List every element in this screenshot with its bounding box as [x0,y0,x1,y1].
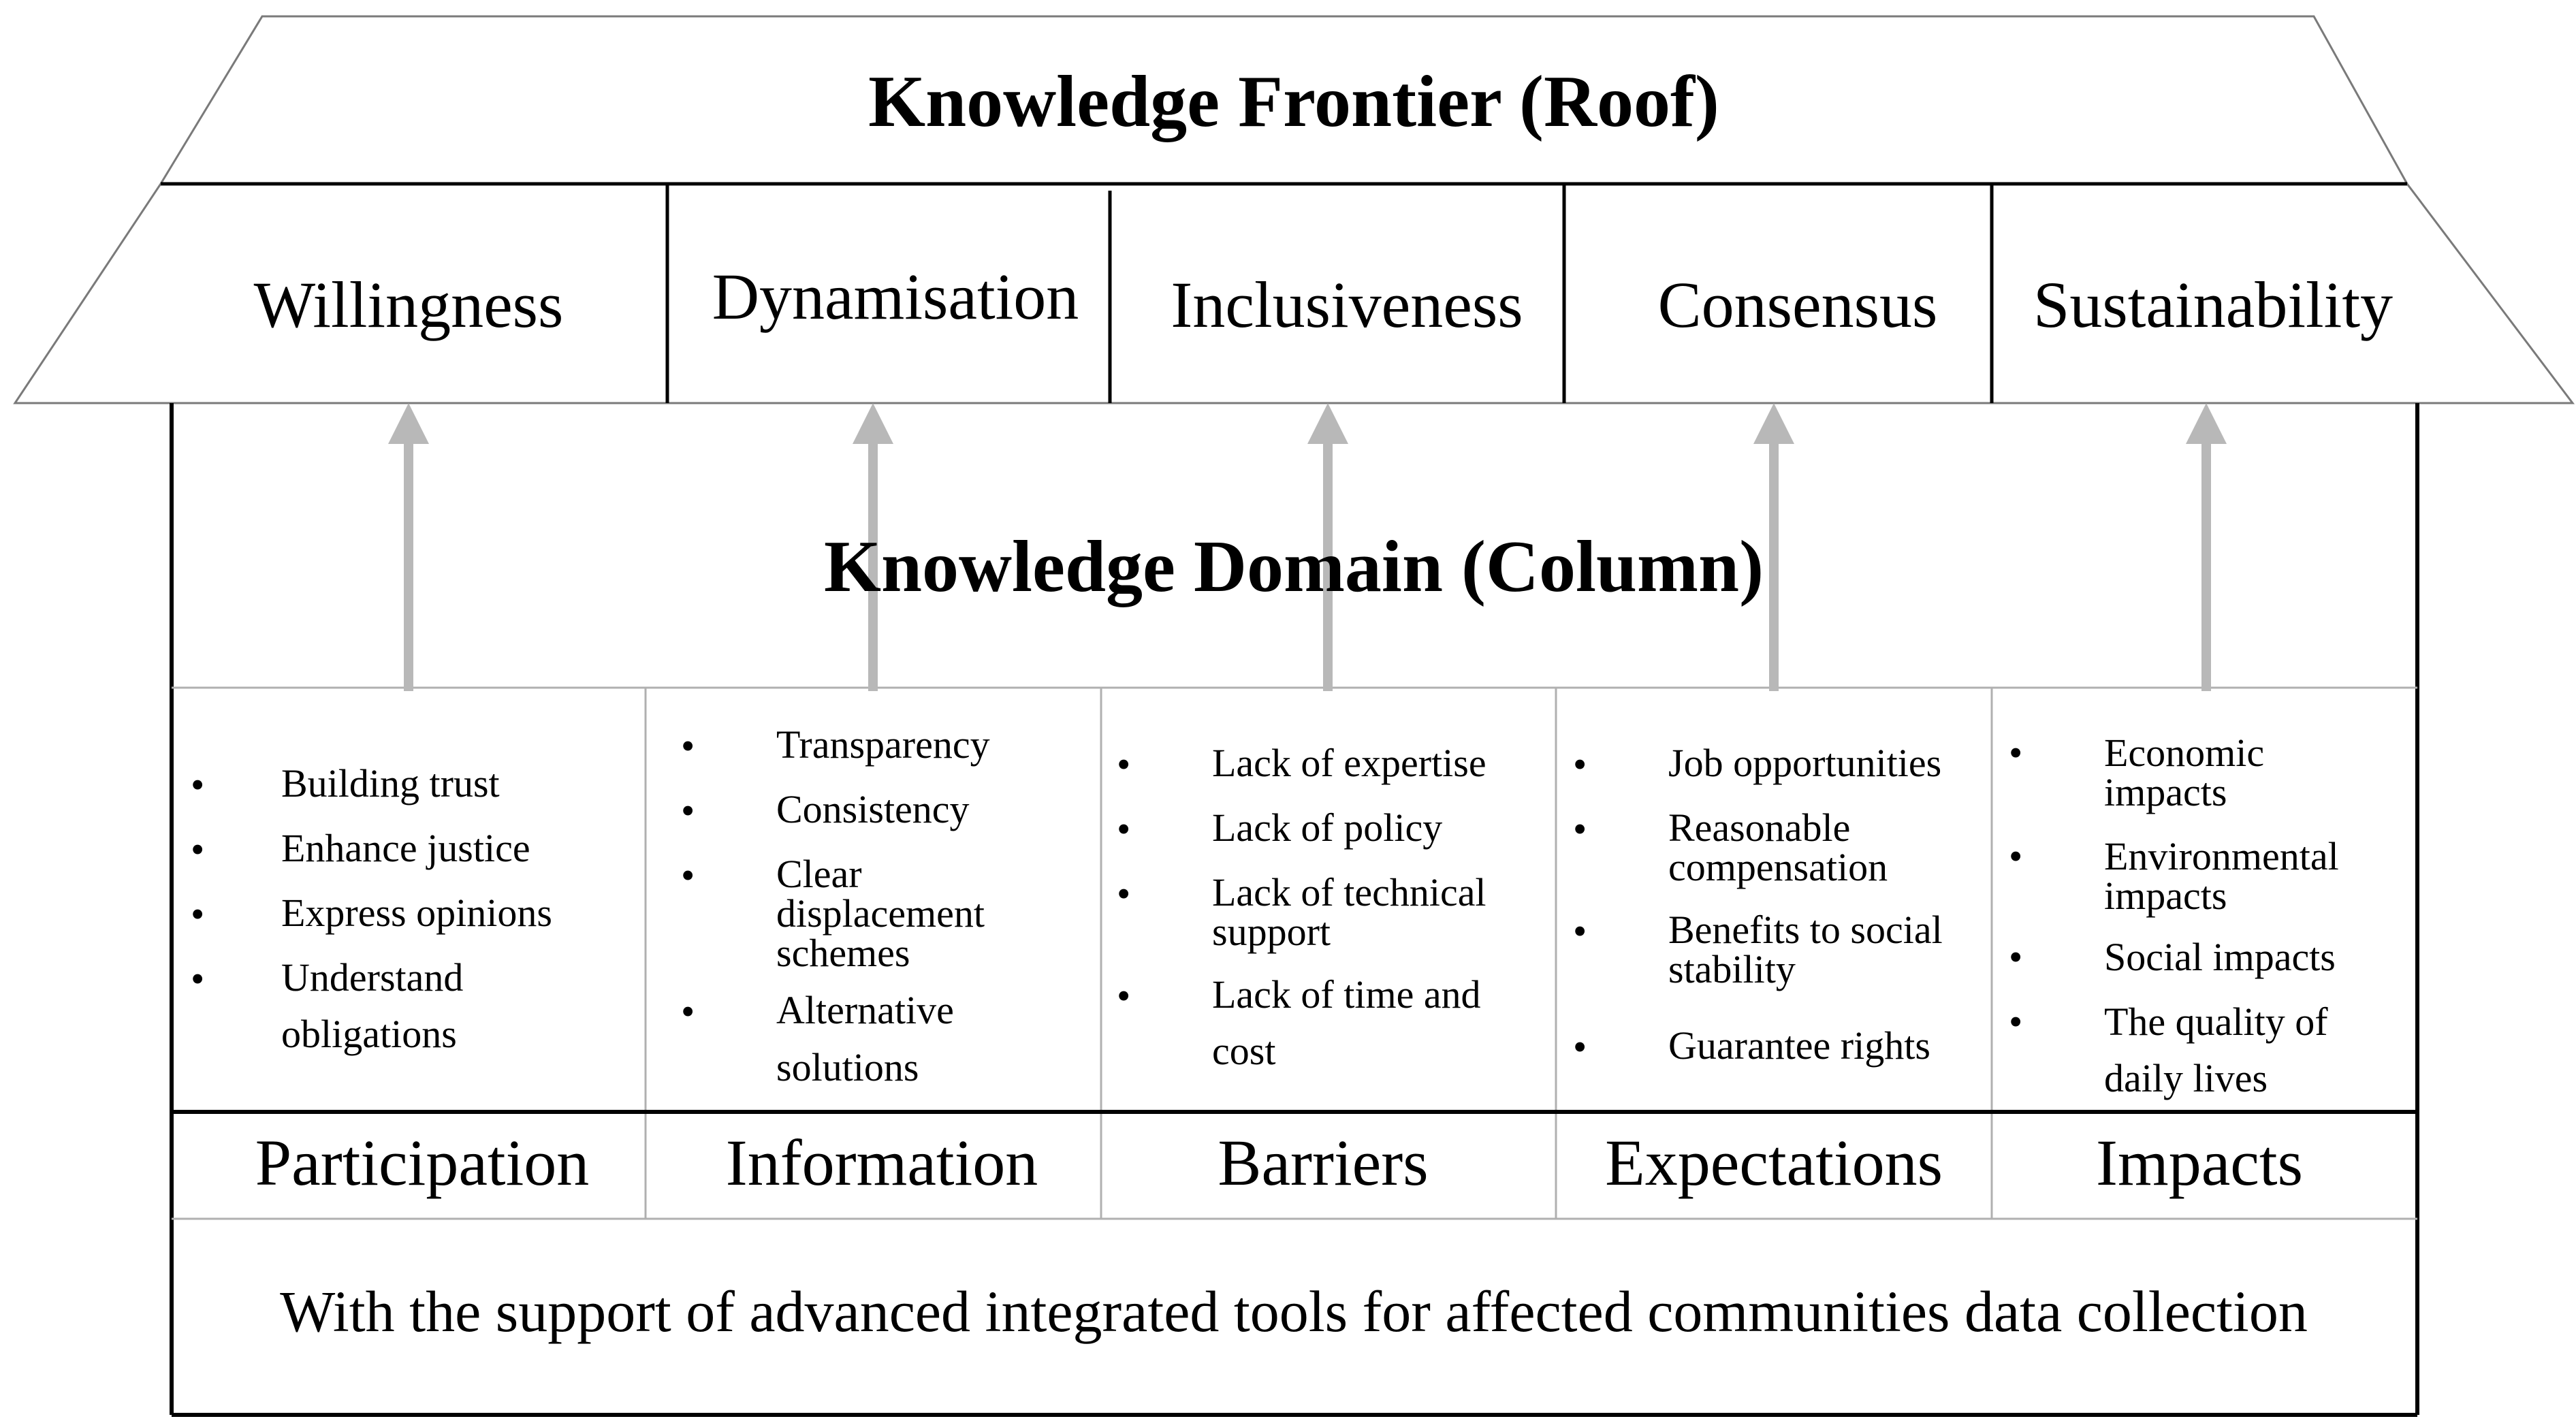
bullet: • [2009,1000,2022,1044]
list-item: Lack of time and [1212,972,1481,1017]
arrow-participation [388,403,429,691]
list-item: Lack of policy [1212,805,1442,850]
roof-label-sustainability: Sustainability [2033,268,2393,341]
bullet: • [2009,834,2022,878]
bullet: • [1573,909,1587,953]
roof-label-willingness: Willingness [254,268,564,341]
list-item-line: schemes [776,931,910,975]
bullet: • [191,763,204,807]
column-label-expectations: Expectations [1605,1126,1943,1199]
column-information-items: • Transparency • Consistency • Clear dis… [681,722,990,1089]
bullet: • [1117,974,1130,1018]
roof-label-consensus: Consensus [1658,268,1938,341]
list-item: Building trust [281,761,500,805]
roof-label-inclusiveness: Inclusiveness [1171,268,1523,341]
list-item-line: obligations [281,1012,457,1056]
list-item: The quality of [2104,1000,2328,1044]
bullet: • [1573,742,1587,786]
bullet: • [1117,807,1130,851]
column-label-impacts: Impacts [2096,1126,2303,1199]
bullet: • [681,788,695,833]
list-item-line: cost [1212,1029,1275,1073]
list-item-line: daily lives [2104,1056,2268,1100]
bullet: • [681,724,695,768]
domain-title: Knowledge Domain (Column) [824,526,1764,607]
list-item: Enhance justice [281,826,530,870]
bullet: • [191,892,204,936]
bullet: • [191,957,204,1001]
column-expectations-items: • Job opportunities • Reasonable compens… [1573,741,1943,1069]
roof-label-dynamisation: Dynamisation [712,260,1079,333]
bullet: • [1117,872,1130,916]
bullet: • [1573,807,1587,851]
list-item: Clear [776,852,862,896]
list-item: Reasonable [1668,805,1850,850]
list-item: Lack of technical [1212,870,1486,914]
arrow-expectations [1753,403,1794,691]
list-item-line: impacts [2104,874,2227,918]
list-item: Consistency [776,787,970,831]
arrows [388,403,2227,691]
list-item: Transparency [776,722,990,767]
list-item: Understand [281,955,463,1000]
bullet: • [681,853,695,897]
bullet: • [681,989,695,1034]
arrow-impacts [2186,403,2227,691]
list-item-line: compensation [1668,845,1888,889]
list-item: Express opinions [281,891,552,935]
list-item-line: impacts [2104,770,2227,814]
bullet: • [2009,935,2022,979]
bullet: • [2009,731,2022,775]
bullet: • [1117,742,1130,786]
list-item: Social impacts [2104,935,2336,979]
column-label-information: Information [726,1126,1038,1199]
list-item: Environmental [2104,834,2339,878]
column-label-participation: Participation [255,1126,590,1199]
column-participation-items: • Building trust • Enhance justice • Exp… [191,761,552,1056]
list-item: Lack of expertise [1212,741,1486,785]
list-item: Guarantee rights [1668,1023,1930,1068]
bullet: • [1573,1025,1587,1069]
list-item: Job opportunities [1668,741,1941,785]
list-item-line: solutions [776,1045,919,1089]
list-item: Benefits to social [1668,908,1943,952]
column-impacts-items: • Economic impacts • Environmental impac… [2009,731,2339,1100]
column-barriers-items: • Lack of expertise • Lack of policy • L… [1117,741,1486,1073]
list-item: Alternative [776,988,954,1032]
roof-title: Knowledge Frontier (Roof) [868,61,1719,142]
arrow-information [853,403,893,691]
list-item-line: displacement [776,891,985,936]
column-label-barriers: Barriers [1218,1126,1428,1199]
foundation-text: With the support of advanced integrated … [280,1279,2308,1344]
bullet: • [191,827,204,872]
list-item: Economic [2104,731,2264,775]
list-item-line: stability [1668,947,1796,991]
list-item-line: support [1212,910,1331,954]
arrow-barriers [1307,403,1348,691]
